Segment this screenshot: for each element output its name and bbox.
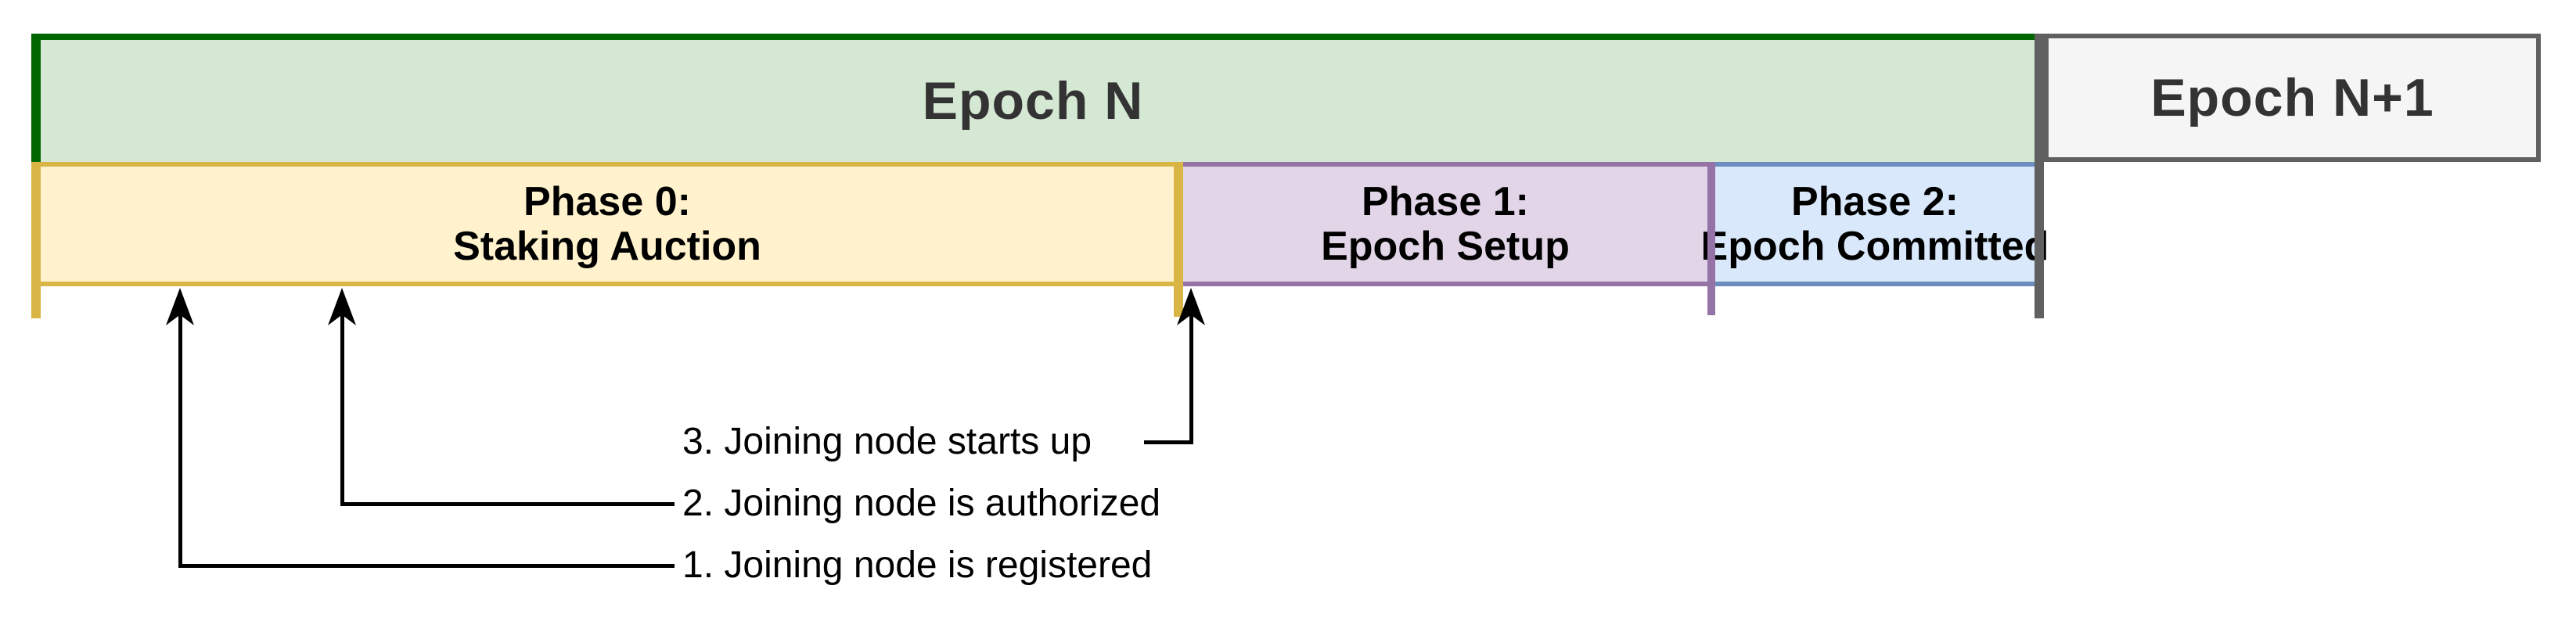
epoch-n-box: Epoch N (31, 34, 2035, 162)
arrow-2-line (340, 314, 344, 506)
phase-2-box: Phase 2: Epoch Committed (1701, 162, 2049, 286)
phase-1-box: Phase 1: Epoch Setup (1183, 162, 1707, 286)
phase-0-label: Phase 0: Staking Auction (453, 178, 761, 269)
phase-1-subtitle: Epoch Setup (1321, 223, 1570, 269)
epoch-n-plus-1-label: Epoch N+1 (2150, 68, 2434, 127)
phase-1-title: Phase 1: (1362, 178, 1529, 224)
arrow-1-connector (178, 564, 675, 568)
annotation-node-starts-up: 3. Joining node starts up (682, 421, 1092, 462)
epoch-n-plus-1-box: Epoch N+1 (2044, 34, 2541, 162)
arrow-3-connector (1144, 440, 1193, 444)
epoch-n-start-marker (31, 34, 41, 162)
phase-2-subtitle: Epoch Committed (1700, 223, 2049, 269)
phase-0-title: Phase 0: (523, 178, 691, 224)
annotation-node-registered: 1. Joining node is registered (682, 544, 1153, 586)
arrow-1-line (178, 314, 182, 568)
phase-2-label: Phase 2: Epoch Committed (1700, 178, 2049, 269)
epoch-boundary-divider (2035, 34, 2044, 318)
epoch-n-label: Epoch N (922, 71, 1144, 131)
annotation-node-authorized: 2. Joining node is authorized (682, 483, 1161, 524)
phase-2-title: Phase 2: (1791, 178, 1959, 224)
phase-0-box: Phase 0: Staking Auction (41, 162, 1174, 286)
phase-0-end-marker (1174, 162, 1183, 317)
phase-1-end-marker (1707, 162, 1715, 315)
phase-0-start-marker (31, 162, 41, 318)
phase-1-label: Phase 1: Epoch Setup (1321, 178, 1570, 269)
phase-0-subtitle: Staking Auction (453, 223, 761, 269)
arrow-2-connector (340, 502, 675, 506)
arrow-3-line (1189, 314, 1193, 444)
